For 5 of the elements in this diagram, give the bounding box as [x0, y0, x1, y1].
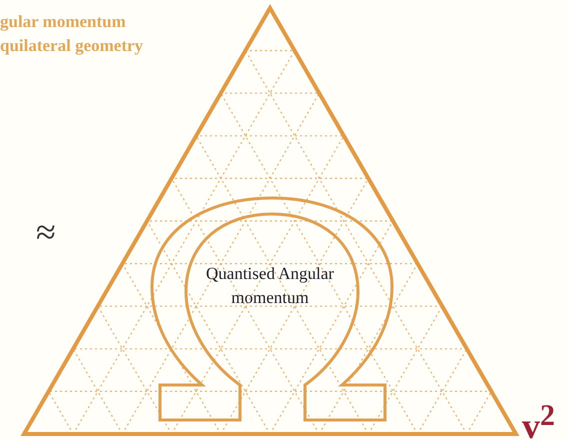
heading-text: quilateral geometry	[0, 36, 144, 56]
approx-symbol: ≈	[36, 212, 56, 252]
node-text: Quantised Angular momentum	[205, 263, 335, 309]
formula-text: v$^{2}$	[522, 398, 555, 440]
heading-text: gular momentum	[0, 12, 126, 32]
